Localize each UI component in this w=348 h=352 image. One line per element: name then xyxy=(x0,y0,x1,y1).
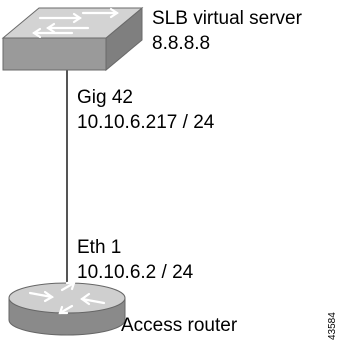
switch-name-label: SLB virtual server xyxy=(152,8,302,29)
figure-id: 43584 xyxy=(327,312,338,340)
switch-icon xyxy=(1,6,144,72)
router-interface-name: Eth 1 xyxy=(77,237,122,258)
switch-interface-name: Gig 42 xyxy=(77,87,133,108)
router-icon xyxy=(8,281,126,336)
switch-interface-address: 10.10.6.217 / 24 xyxy=(77,112,215,133)
router-interface-address: 10.10.6.2 / 24 xyxy=(77,262,194,283)
switch-address-label: 8.8.8.8 xyxy=(152,33,211,54)
router-name-label: Access router xyxy=(121,315,238,336)
